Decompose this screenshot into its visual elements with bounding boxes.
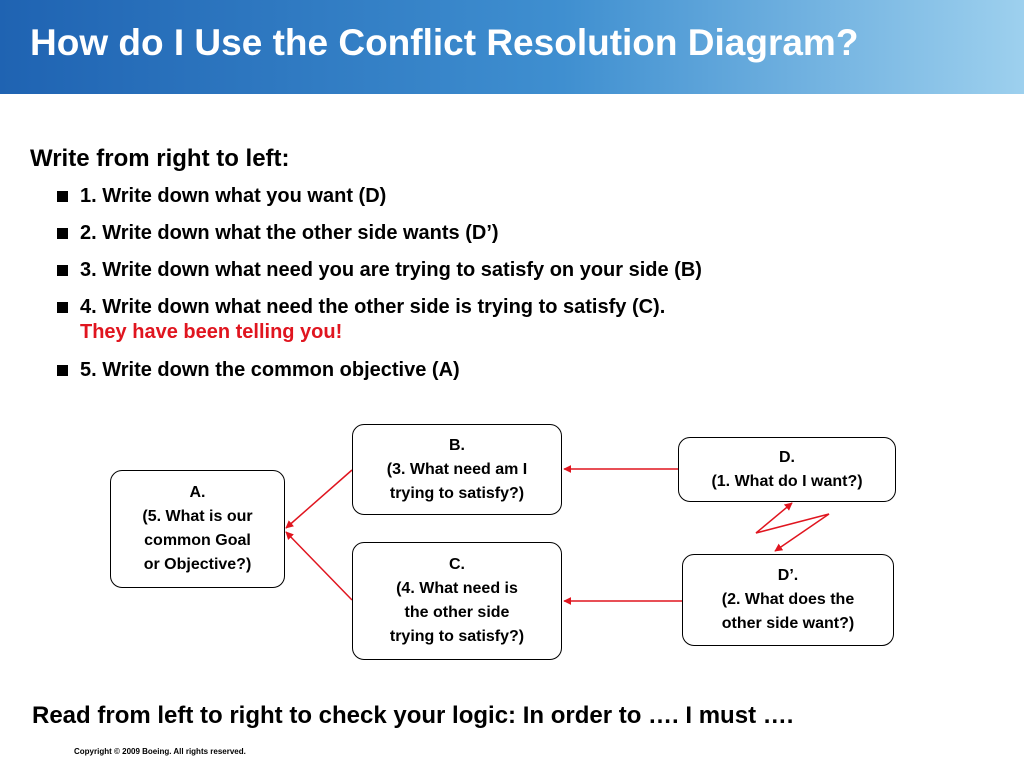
node-dprime-line-2: other side want?)	[721, 615, 855, 632]
step-text: 4. Write down what need the other side i…	[80, 296, 666, 318]
node-a-common-objective: A. (5. What is our common Goal or Object…	[110, 470, 285, 588]
square-bullet-icon	[57, 265, 68, 276]
node-a-label: A.	[189, 484, 206, 501]
step-text: 5. Write down the common objective (A)	[80, 359, 460, 381]
node-c-line-2: the other side	[404, 604, 510, 621]
square-bullet-icon	[57, 191, 68, 202]
title-banner: How do I Use the Conflict Resolution Dia…	[0, 0, 1024, 94]
node-d-line-1: (1. What do I want?)	[711, 472, 863, 490]
node-dprime-label: D’.	[777, 567, 799, 584]
step-item-4: 4. Write down what need the other side i…	[57, 295, 702, 345]
node-d-label: D.	[779, 448, 795, 466]
slide-title: How do I Use the Conflict Resolution Dia…	[30, 22, 859, 63]
node-c-line-1: (4. What need is	[396, 580, 518, 597]
conflict-lightning-arrow	[755, 502, 830, 552]
node-c-other-need: C. (4. What need is the other side tryin…	[352, 542, 562, 660]
node-dprime-other-want: D’. (2. What does the other side want?)	[682, 554, 894, 646]
logic-check-statement: Read from left to right to check your lo…	[32, 702, 794, 729]
node-b-label: B.	[449, 436, 465, 454]
square-bullet-icon	[57, 228, 68, 239]
step-text: 2. Write down what the other side wants …	[80, 222, 499, 244]
node-a-line-3: or Objective?)	[143, 556, 252, 573]
node-dprime-line-1: (2. What does the	[721, 591, 855, 608]
step-list: 1. Write down what you want (D) 2. Write…	[57, 184, 702, 395]
node-b-line-2: trying to satisfy?)	[389, 484, 525, 502]
step-item-3: 3. Write down what need you are trying t…	[57, 258, 702, 282]
step-text: 1. Write down what you want (D)	[80, 185, 387, 207]
step-item-2: 2. Write down what the other side wants …	[57, 221, 702, 245]
step-item-1: 1. Write down what you want (D)	[57, 184, 702, 208]
step-note: They have been telling you!	[80, 321, 343, 343]
node-c-label: C.	[448, 556, 465, 573]
step-text: 3. Write down what need you are trying t…	[80, 259, 702, 281]
node-d-my-want: D. (1. What do I want?)	[678, 437, 896, 502]
copyright-notice: Copyright © 2009 Boeing. All rights rese…	[74, 747, 246, 756]
instructions-heading: Write from right to left:	[30, 145, 290, 172]
node-a-line-2: common Goal	[144, 532, 251, 549]
node-c-line-3: trying to satisfy?)	[389, 628, 525, 645]
square-bullet-icon	[57, 365, 68, 376]
square-bullet-icon	[57, 302, 68, 313]
arrow-c-to-a	[285, 531, 353, 601]
node-a-line-1: (5. What is our	[142, 508, 253, 525]
node-b-line-1: (3. What need am I	[386, 460, 528, 478]
node-b-my-need: B. (3. What need am I trying to satisfy?…	[352, 424, 562, 515]
arrow-b-to-a	[285, 469, 353, 529]
step-item-5: 5. Write down the common objective (A)	[57, 358, 702, 382]
